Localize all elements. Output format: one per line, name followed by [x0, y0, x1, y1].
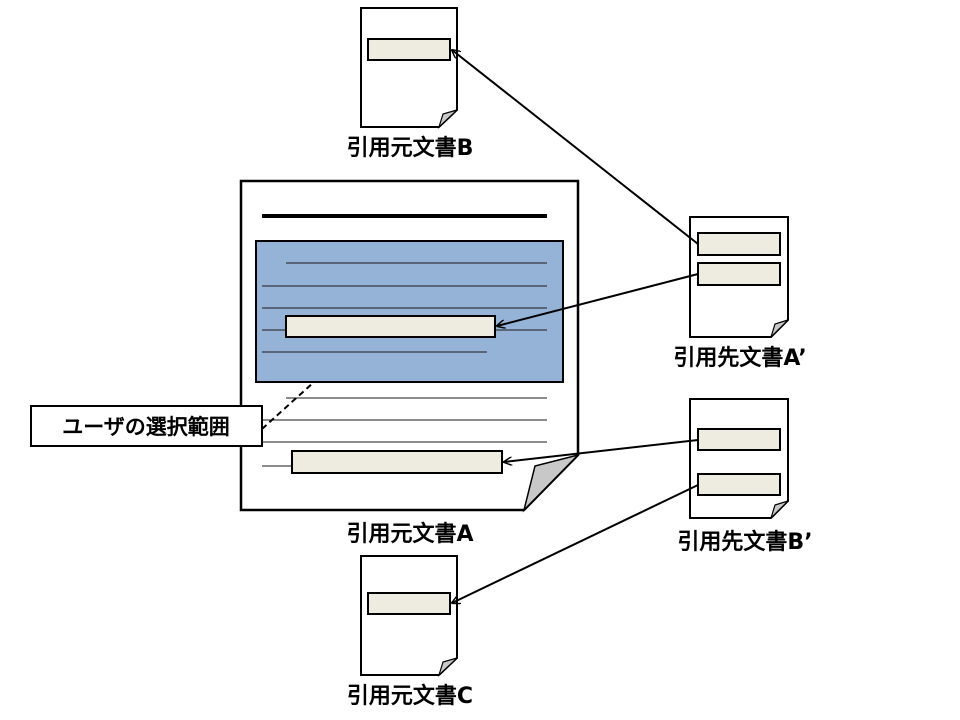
document-page — [360, 555, 458, 676]
source-document-a — [239, 179, 581, 513]
citation-box — [697, 262, 781, 286]
quoted-passage-box — [291, 450, 503, 474]
page-fold-icon — [437, 109, 458, 129]
page-fold-icon — [437, 657, 458, 677]
citing-document-a-prime — [689, 216, 789, 338]
selection-range — [255, 240, 564, 383]
arrow-b-prime-to-c — [452, 484, 699, 603]
source-document-a-label: 引用元文書A — [346, 521, 473, 547]
selected-text-lines — [262, 262, 547, 353]
source-document-b-label: 引用元文書B — [347, 135, 474, 161]
body-text-lines — [262, 397, 547, 467]
citation-box — [697, 428, 781, 451]
source-document-b — [360, 7, 458, 129]
arrow-b-prime-to-a — [504, 439, 699, 462]
citing-document-b-prime-label: 引用先文書B’ — [677, 529, 812, 555]
arrow-a-prime-to-b — [452, 50, 699, 245]
source-document-c — [360, 555, 458, 677]
arrow-a-prime-to-a — [497, 273, 699, 326]
citation-box — [697, 232, 781, 256]
selection-callout-box — [30, 405, 263, 447]
citing-document-a-prime-label: 引用先文書A’ — [673, 345, 806, 371]
citation-arrows — [452, 50, 699, 603]
source-document-c-label: 引用元文書C — [347, 683, 473, 709]
quoted-passage-box — [367, 38, 451, 61]
document-page — [360, 7, 458, 128]
quoted-passage-box — [285, 315, 496, 338]
callout-leader-line — [261, 381, 315, 430]
document-page — [689, 398, 789, 519]
selection-callout-text: ユーザの選択範囲 — [62, 415, 230, 439]
page-fold-icon — [770, 319, 789, 338]
citation-box — [697, 473, 781, 496]
page-fold-icon — [770, 500, 789, 519]
citing-document-b-prime — [689, 398, 789, 519]
quoted-passage-box — [367, 592, 451, 615]
page-fold-icon — [522, 453, 581, 513]
